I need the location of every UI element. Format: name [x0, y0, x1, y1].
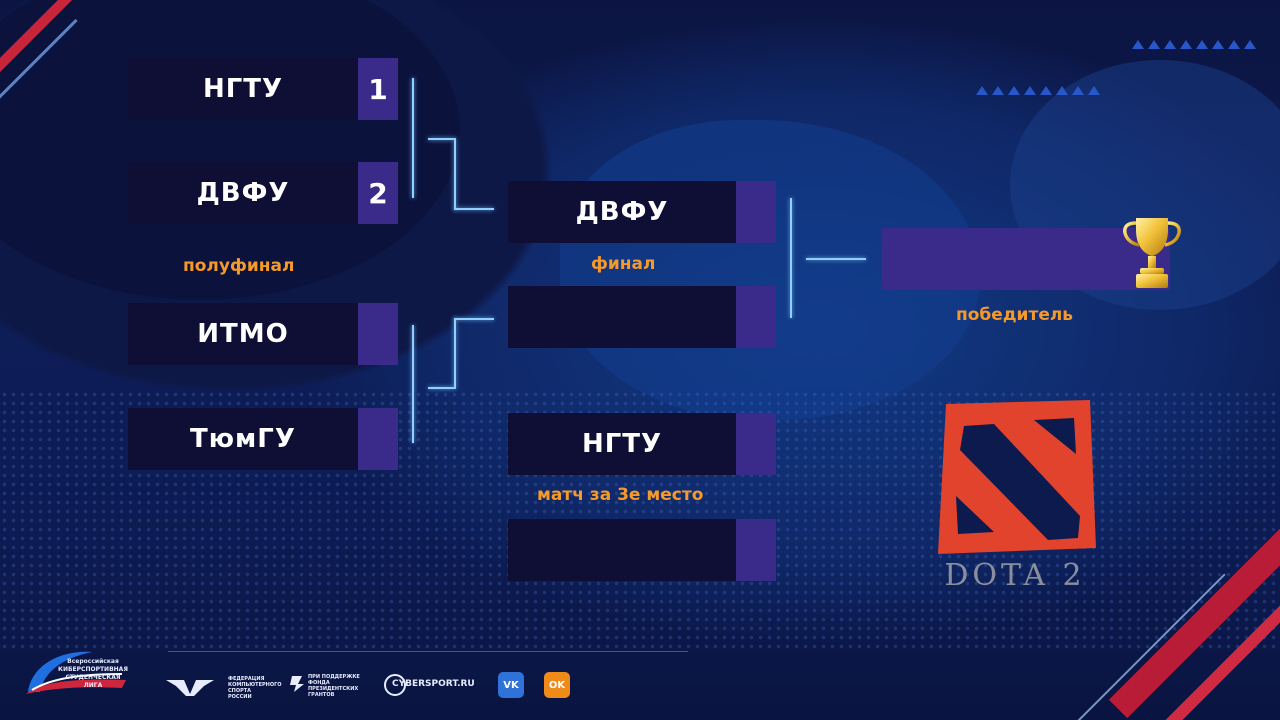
- team-name: ТюмГУ: [190, 424, 296, 454]
- bracket-connector: [428, 138, 454, 140]
- semifinal-2-team-b-slot: ТюмГУ: [128, 408, 398, 470]
- cybersport-logo-icon: [384, 674, 406, 696]
- team-name: [508, 286, 736, 348]
- dota-2-logo: DOTA 2: [930, 398, 1100, 598]
- team-name: ИТМО: [197, 319, 289, 349]
- team-name: НГТУ: [202, 74, 284, 104]
- semifinal-1-team-a-slot: НГТУ 1: [128, 58, 398, 120]
- winner-slot: [882, 228, 1170, 290]
- final-team-b-slot: [508, 286, 776, 348]
- team-name: [508, 519, 736, 581]
- semifinal-label: полуфинал: [183, 256, 295, 276]
- federation-logo-icon: [166, 680, 214, 696]
- dota-emblem-icon: [938, 400, 1096, 554]
- team-name: НГТУ: [581, 429, 663, 459]
- bracket-connector: [454, 318, 494, 320]
- team-score: [736, 181, 776, 243]
- team-score: [358, 303, 398, 365]
- semifinal-2-team-a-slot: ИТМО: [128, 303, 398, 365]
- trophy-icon: [1123, 218, 1181, 288]
- bracket-connector: [790, 198, 792, 318]
- team-score: [358, 408, 398, 470]
- third-place-label: матч за 3е место: [537, 485, 704, 505]
- dota-wordmark: DOTA 2: [944, 558, 1086, 593]
- league-logo: Всероссийская КИБЕРСПОРТИВНАЯ СТУДЕНЧЕСК…: [22, 644, 130, 700]
- team-name: ДВФУ: [575, 197, 669, 227]
- footer-divider: [168, 651, 688, 652]
- vk-icon[interactable]: VK: [498, 672, 524, 698]
- ok-icon[interactable]: OK: [544, 672, 570, 698]
- sponsor-footer: Всероссийская КИБЕРСПОРТИВНАЯ СТУДЕНЧЕСК…: [0, 640, 1280, 720]
- bracket-connector: [428, 387, 454, 389]
- bracket-connector: [412, 325, 414, 443]
- third-place-team-a-slot: НГТУ: [508, 413, 776, 475]
- third-place-team-b-slot: [508, 519, 776, 581]
- fund-text: ПРИ ПОДДЕРЖКЕ ФОНДА ПРЕЗИДЕНТСКИХ ГРАНТО…: [308, 674, 360, 698]
- league-logo-text: Всероссийская КИБЕРСПОРТИВНАЯ СТУДЕНЧЕСК…: [58, 658, 128, 689]
- bracket-connector: [806, 258, 866, 260]
- semifinal-1-team-b-slot: ДВФУ 2: [128, 162, 398, 224]
- bracket-connector: [454, 138, 456, 210]
- team-score: [736, 519, 776, 581]
- team-score: 2: [358, 162, 398, 224]
- bracket-connector: [412, 78, 414, 198]
- team-name: ДВФУ: [196, 178, 290, 208]
- league-logo-icon: [26, 651, 126, 694]
- cybersport-text: CYBERSPORT.RU: [392, 679, 475, 689]
- bracket-connector: [454, 208, 494, 210]
- final-team-a-slot: ДВФУ: [508, 181, 776, 243]
- winner-label: победитель: [956, 305, 1074, 325]
- team-score: [736, 286, 776, 348]
- fund-logo-icon: [290, 676, 304, 692]
- team-score: 1: [358, 58, 398, 120]
- team-score: [736, 413, 776, 475]
- bracket-connector: [454, 318, 456, 389]
- final-label: финал: [591, 254, 656, 274]
- federation-text: ФЕДЕРАЦИЯ КОМПЬЮТЕРНОГО СПОРТА РОССИИ: [228, 676, 282, 700]
